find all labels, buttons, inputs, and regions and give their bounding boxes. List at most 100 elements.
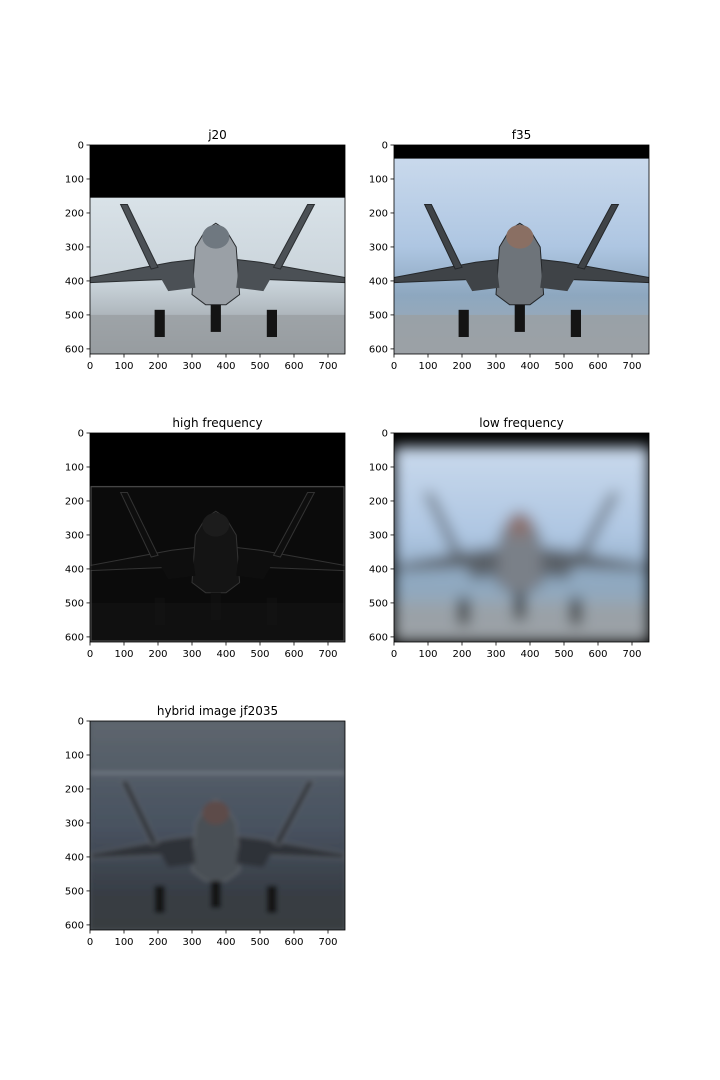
intake-right-shape [236, 836, 277, 868]
jet-silhouette [90, 780, 345, 914]
image-content [90, 485, 345, 642]
landing-gear-2 [266, 597, 277, 626]
x-tick-label: 600 [284, 937, 303, 948]
tail-right-shape [576, 204, 620, 270]
landing-gear-0 [154, 885, 165, 914]
x-tick-label: 300 [182, 361, 201, 372]
axes-frame [89, 720, 346, 931]
x-tick-label: 300 [486, 361, 505, 372]
intake-right-shape [236, 548, 277, 580]
y-tick-label: 600 [369, 344, 388, 355]
x-tick-label: 100 [114, 937, 133, 948]
y-tick-label: 100 [369, 462, 388, 473]
tail-right-shape [272, 492, 316, 558]
canopy-shape [202, 224, 230, 249]
image-area [394, 433, 649, 642]
image-content [90, 721, 345, 930]
x-tick-label: 300 [182, 937, 201, 948]
y-tick-label: 100 [65, 750, 84, 761]
x-tick-label: 700 [622, 361, 641, 372]
y-tick-label: 0 [78, 141, 84, 152]
y-tick-label: 300 [65, 530, 84, 541]
x-tick-label: 200 [452, 361, 471, 372]
y-tick-label: 200 [369, 496, 388, 507]
axes-frame [89, 144, 346, 355]
subplot-title: low frequency [479, 416, 564, 430]
image-content [394, 446, 649, 642]
tail-right-shape [272, 204, 316, 270]
image-content [90, 197, 345, 354]
subplot-title: hybrid image jf2035 [157, 704, 278, 718]
fuselage-shape [191, 222, 241, 306]
jet-silhouette [90, 492, 345, 626]
canopy-shape [202, 512, 230, 537]
landing-gear-1 [210, 880, 221, 908]
y-tick-label: 600 [65, 344, 84, 355]
y-tick-label: 200 [65, 208, 84, 219]
y-tick-label: 200 [65, 784, 84, 795]
image-content [394, 158, 649, 354]
y-tick-label: 0 [382, 141, 388, 152]
fuselage-shape [495, 222, 545, 306]
y-tick-label: 300 [65, 242, 84, 253]
intake-right-shape [540, 548, 581, 580]
tail-left-shape [423, 204, 463, 270]
x-tick-label: 500 [250, 361, 269, 372]
x-tick-label: 0 [391, 649, 397, 660]
fuselage-shape [191, 798, 241, 882]
x-tick-label: 700 [622, 649, 641, 660]
y-tick-label: 400 [65, 564, 84, 575]
x-tick-label: 100 [418, 649, 437, 660]
axes-frame [89, 432, 346, 643]
x-tick-label: 400 [216, 361, 235, 372]
landing-gear-2 [266, 885, 277, 914]
x-tick-label: 500 [250, 649, 269, 660]
x-tick-label: 400 [520, 649, 539, 660]
canopy-shape [506, 512, 534, 537]
x-tick-label: 600 [588, 361, 607, 372]
image-area [394, 145, 649, 354]
y-tick-label: 200 [65, 496, 84, 507]
y-tick-label: 100 [65, 174, 84, 185]
tail-right-shape [576, 492, 620, 558]
y-tick-label: 600 [65, 920, 84, 931]
x-tick-label: 400 [216, 649, 235, 660]
landing-gear-1 [514, 592, 525, 620]
y-tick-label: 500 [65, 886, 84, 897]
x-tick-label: 500 [554, 649, 573, 660]
y-tick-label: 600 [369, 632, 388, 643]
x-tick-label: 200 [148, 649, 167, 660]
x-tick-label: 100 [114, 649, 133, 660]
axes-frame [393, 432, 650, 643]
intake-left-shape [458, 548, 500, 580]
tail-left-shape [423, 492, 463, 558]
canopy-shape [202, 800, 230, 825]
intake-right-shape [540, 260, 581, 292]
image-area [90, 721, 345, 930]
y-tick-label: 500 [369, 598, 388, 609]
tail-right-shape [272, 780, 316, 846]
landing-gear-0 [154, 309, 165, 338]
fuselage-shape [495, 510, 545, 594]
landing-gear-1 [514, 304, 525, 332]
x-tick-label: 100 [114, 361, 133, 372]
x-tick-label: 600 [284, 361, 303, 372]
tail-left-shape [119, 780, 159, 846]
axes-frame [393, 144, 650, 355]
subplot-title: f35 [512, 128, 532, 142]
y-tick-label: 300 [65, 818, 84, 829]
subplot-title: high frequency [172, 416, 262, 430]
x-tick-label: 300 [486, 649, 505, 660]
x-tick-label: 700 [318, 937, 337, 948]
canopy-shape [506, 224, 534, 249]
landing-gear-0 [154, 597, 165, 626]
jet-silhouette [394, 204, 649, 338]
intake-left-shape [458, 260, 500, 292]
x-tick-label: 0 [87, 649, 93, 660]
y-tick-label: 0 [78, 429, 84, 440]
